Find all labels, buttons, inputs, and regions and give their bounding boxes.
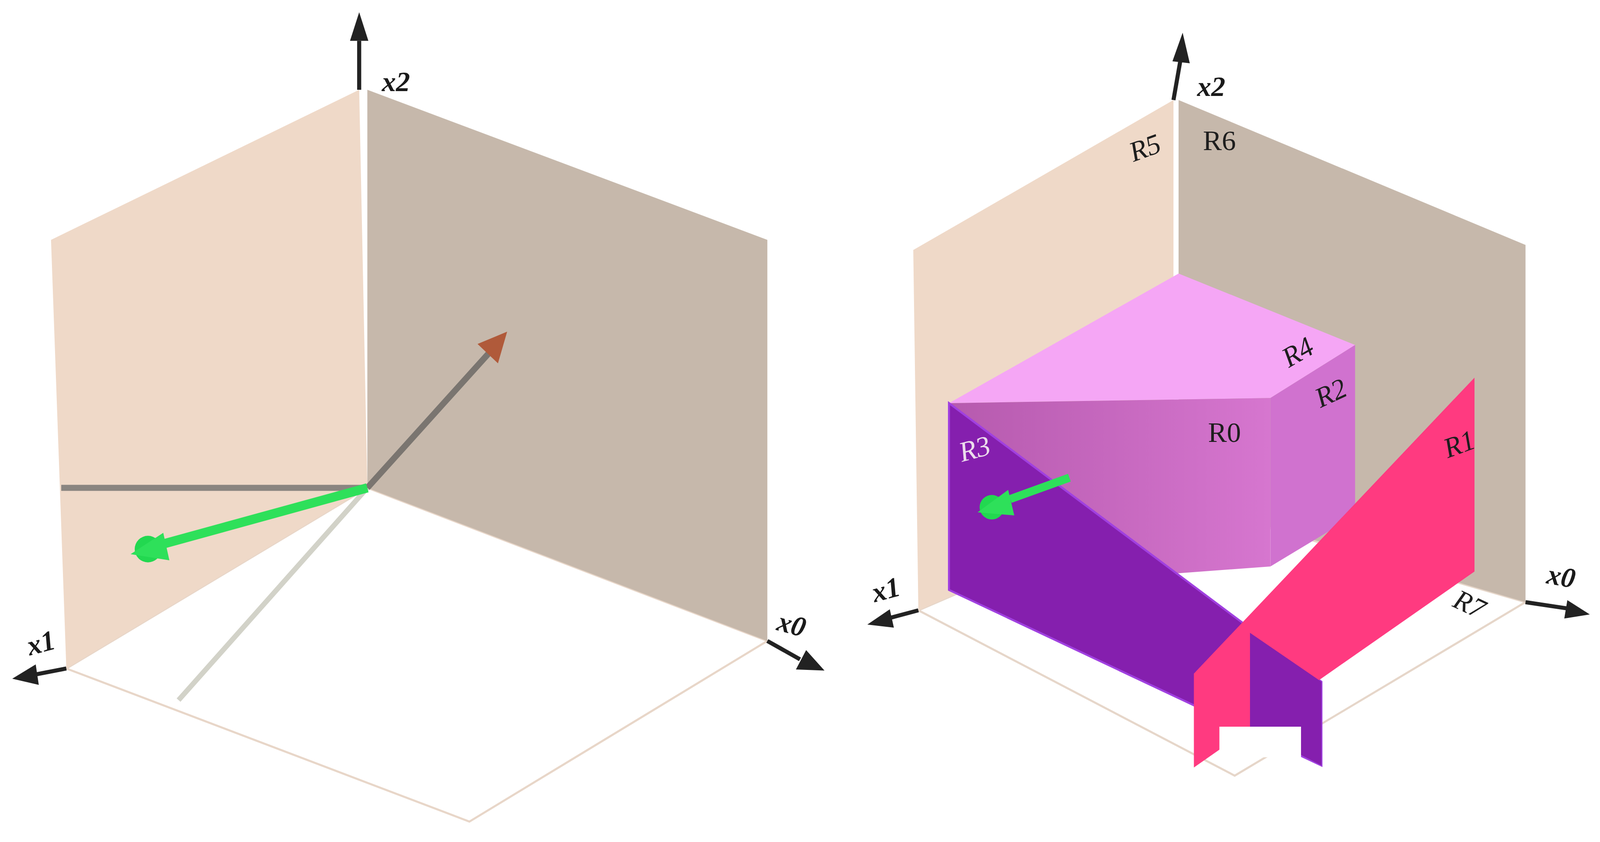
vector-arrowhead (130, 532, 170, 561)
axis-label: x0 (1544, 560, 1578, 594)
axis-line (34, 668, 67, 675)
vector-arrowhead (977, 490, 1014, 516)
region-label: R6 (1202, 126, 1236, 155)
wall-plane (367, 89, 768, 642)
axis-line (1173, 58, 1181, 100)
axis-line (357, 40, 362, 90)
axis-line (887, 610, 919, 620)
axis-arrowhead (796, 650, 825, 671)
projection-line (61, 484, 368, 491)
axis-arrowhead (1172, 32, 1190, 64)
axis-label: x2 (1197, 72, 1226, 101)
axis-label: x1 (868, 572, 903, 608)
axis-arrowhead (12, 664, 39, 686)
axis-line (767, 641, 800, 660)
vector-arrow (1010, 477, 1070, 500)
vector-arrow (163, 487, 368, 545)
vector-arrow (367, 352, 490, 488)
axis-line (1525, 602, 1567, 609)
axis-arrowhead (350, 12, 369, 41)
vector-arrowhead (477, 331, 508, 364)
region-plane (1194, 377, 1475, 768)
axis-label: x1 (23, 626, 59, 661)
axis-label: x0 (774, 607, 809, 642)
axis-label: x2 (381, 67, 410, 96)
region-plane (948, 403, 1322, 766)
gap (1219, 726, 1302, 758)
axis-arrowhead (1564, 600, 1590, 619)
wall-plane (51, 89, 368, 669)
projection-line (178, 487, 368, 701)
axis-arrowhead (867, 609, 894, 628)
region-label: R0 (1208, 418, 1242, 447)
